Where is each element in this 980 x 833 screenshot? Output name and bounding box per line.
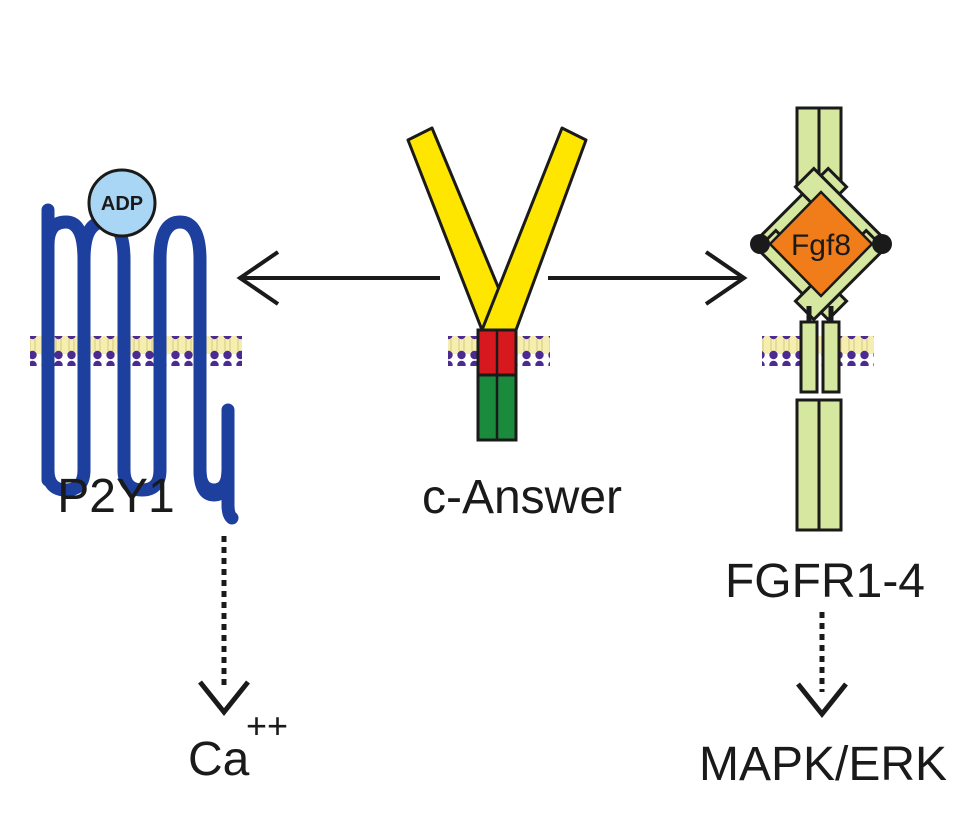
dotted-arrow-p2y1 bbox=[198, 536, 250, 717]
fgfr-receptor bbox=[750, 106, 892, 532]
fgf8-diamond bbox=[768, 190, 874, 298]
adp-circle bbox=[87, 168, 157, 238]
calcium-charge: ++ bbox=[246, 705, 288, 746]
fgfr-label: FGFR1-4 bbox=[725, 555, 925, 608]
arrow-to-fgfr bbox=[548, 250, 748, 306]
calcium-output: Ca ++ bbox=[188, 705, 288, 786]
p2y1-top-loops bbox=[41, 208, 91, 267]
calcium-label: Ca bbox=[188, 733, 250, 786]
p2y1-tail bbox=[193, 463, 239, 525]
c-answer-receptor bbox=[406, 126, 588, 442]
fgf8-ligand: Fgf8 bbox=[768, 190, 874, 298]
adp-ligand: ADP bbox=[87, 168, 157, 238]
arrow-to-p2y1 bbox=[236, 250, 440, 306]
c-answer-label: c-Answer bbox=[422, 471, 622, 524]
p2y1-label: P2Y1 bbox=[57, 470, 174, 523]
dotted-arrow-fgfr bbox=[796, 612, 848, 719]
c-answer-right-arm bbox=[480, 126, 588, 332]
p2y1-receptor bbox=[41, 203, 239, 525]
mapk-erk-label: MAPK/ERK bbox=[699, 738, 947, 791]
adp-label: ADP bbox=[101, 193, 143, 215]
fgf8-label: Fgf8 bbox=[791, 229, 851, 262]
membrane-left bbox=[30, 336, 242, 366]
